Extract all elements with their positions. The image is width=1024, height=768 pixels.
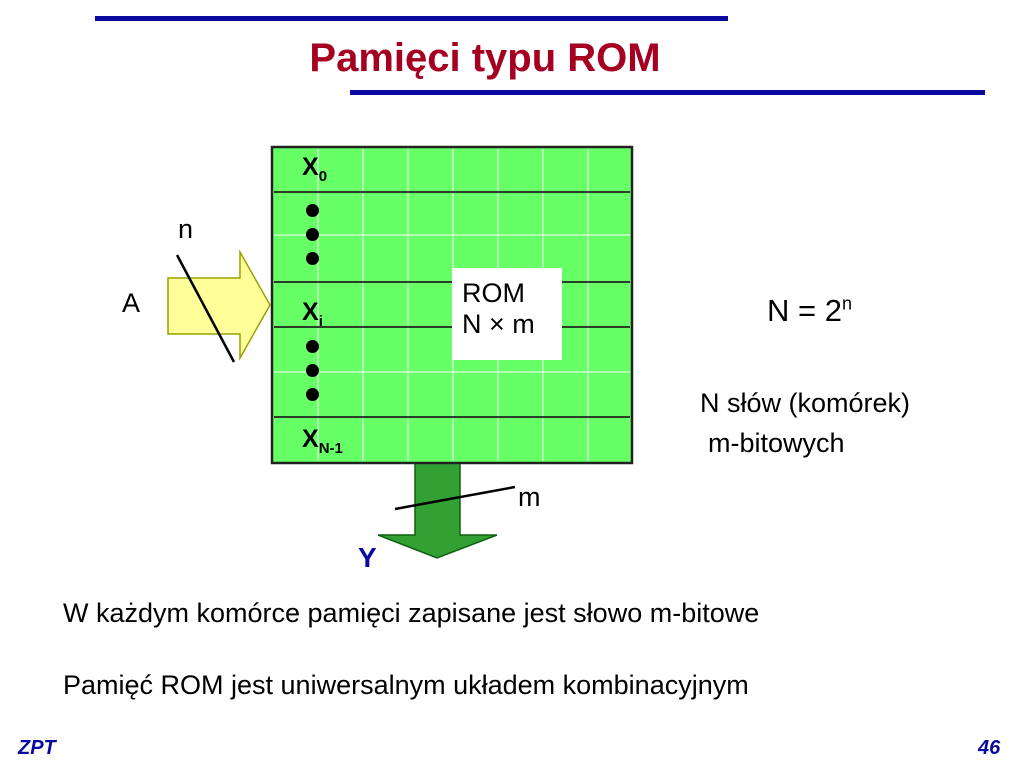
ellipsis-dot [306, 228, 319, 241]
rom-label-box: ROM N × m [452, 268, 562, 360]
output-arrow [377, 462, 498, 559]
grid-lines [274, 149, 630, 461]
ellipsis-dot [306, 364, 319, 377]
row-label-x0: X0 [302, 153, 328, 185]
input-bus-slash [175, 254, 236, 363]
rom-label-line2: N × m [462, 309, 535, 339]
input-arrow [167, 249, 271, 361]
footer-label: ZPT [18, 737, 56, 759]
description-line2: m-bitowych [708, 428, 845, 458]
row-label-xi: Xi [302, 298, 323, 330]
body-line-2: Pamięć ROM jest uniwersalnym układem kom… [63, 670, 749, 700]
output-width-label: m [518, 482, 541, 512]
output-label: Y [358, 542, 377, 573]
rom-label-line1: ROM [462, 278, 525, 308]
body-line-1: W każdym komórce pamięci zapisane jest s… [63, 598, 760, 628]
ellipsis-dot [306, 388, 319, 401]
ellipsis-dot [306, 204, 319, 217]
slide-title: Pamięci typu ROM [309, 36, 661, 80]
output-bus-slash [394, 485, 516, 511]
description-line1: N słów (komórek) [700, 388, 911, 418]
formula: N = 2n [767, 293, 852, 328]
ellipsis-dot [306, 340, 319, 353]
input-width-label: n [178, 214, 194, 244]
input-label: A [122, 288, 141, 318]
row-label-xn1: XN-1 [302, 425, 343, 457]
top-rule [95, 16, 728, 21]
ellipsis-dot [306, 252, 319, 265]
page-number: 46 [978, 737, 1001, 759]
title-underline [350, 90, 985, 95]
